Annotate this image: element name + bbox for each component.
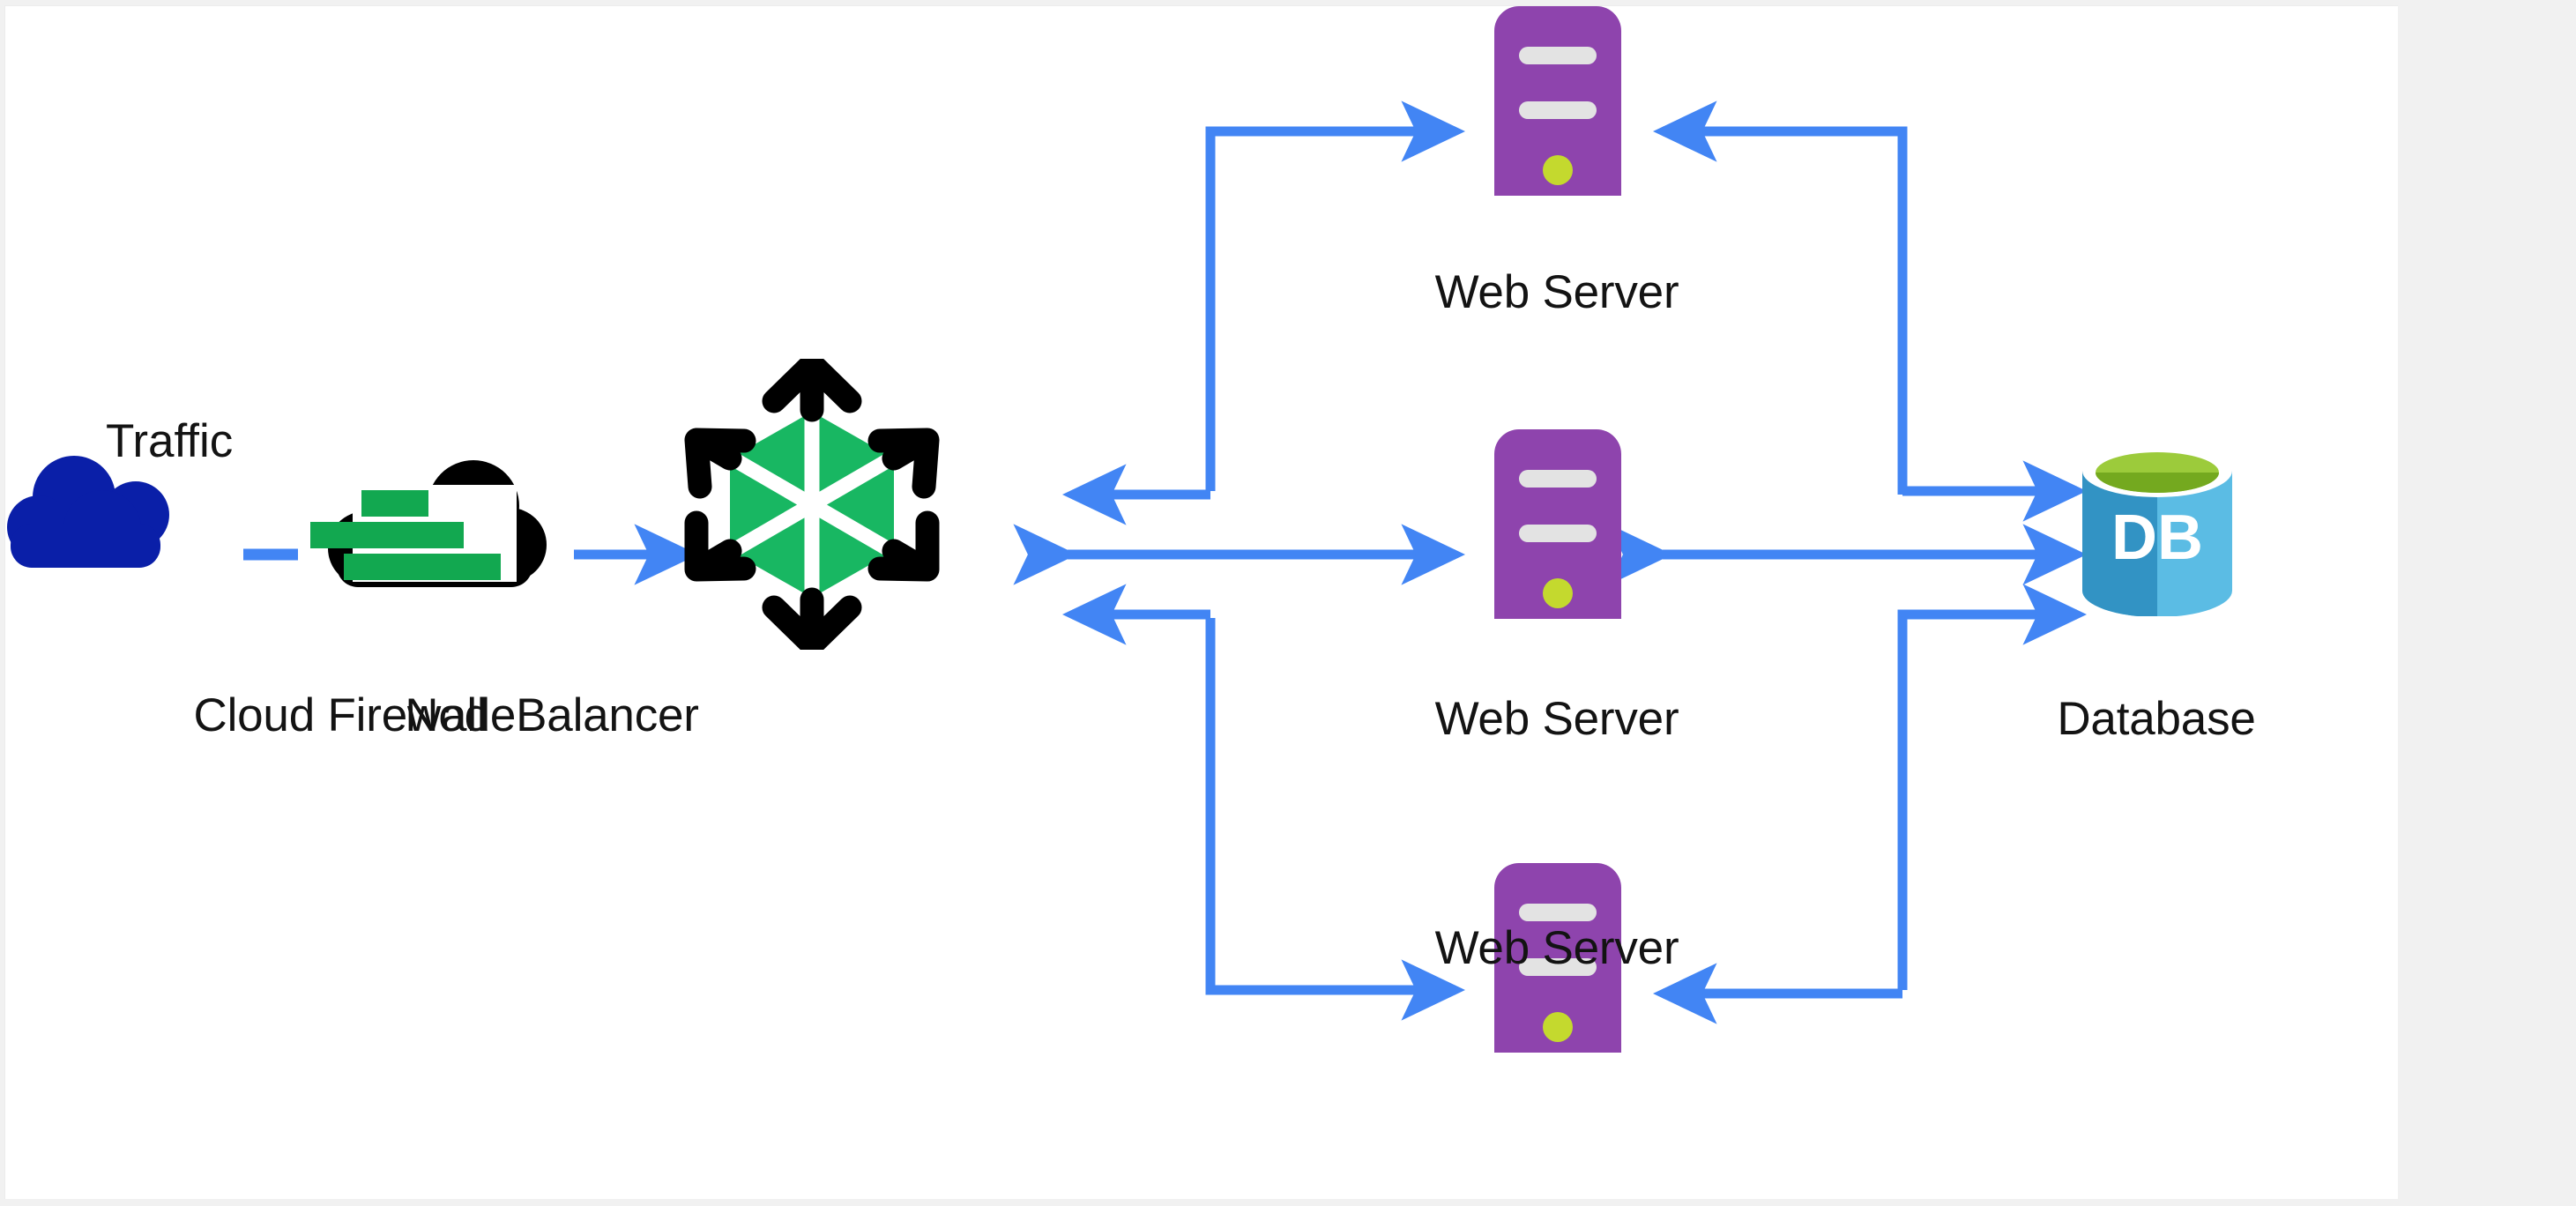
connector-nodebalancer-to-server-bottom (1205, 618, 1466, 1021)
nodebalancer-icon[interactable] (675, 352, 949, 657)
database-label: Database (2057, 693, 2256, 745)
web-server-bottom-label: Web Server (1434, 922, 1679, 974)
server-icon[interactable] (1487, 6, 1628, 196)
traffic-label: Traffic (106, 415, 234, 467)
connector-layer (243, 100, 2088, 1024)
connector-nodebalancer-to-server-top (1205, 100, 1466, 491)
nodebalancer-label: NodeBalancer (405, 689, 699, 741)
firewall-icon[interactable] (303, 460, 566, 601)
server-icon[interactable] (1487, 429, 1628, 619)
connector-database-to-server-top (1652, 100, 1908, 495)
web-server-middle-label: Web Server (1434, 693, 1679, 745)
diagram-canvas: Traffic (4, 5, 2398, 1199)
cloud-icon[interactable] (5, 451, 226, 579)
web-server-top-label: Web Server (1434, 266, 1679, 318)
cloud-firewall-label: Cloud Firewall (193, 689, 488, 741)
server-icon[interactable] (1487, 863, 1628, 1053)
connector-server-bottom-to-database (1897, 584, 2088, 990)
database-icon[interactable]: DB (2075, 444, 2239, 617)
database-badge-text: DB (2111, 502, 2203, 573)
